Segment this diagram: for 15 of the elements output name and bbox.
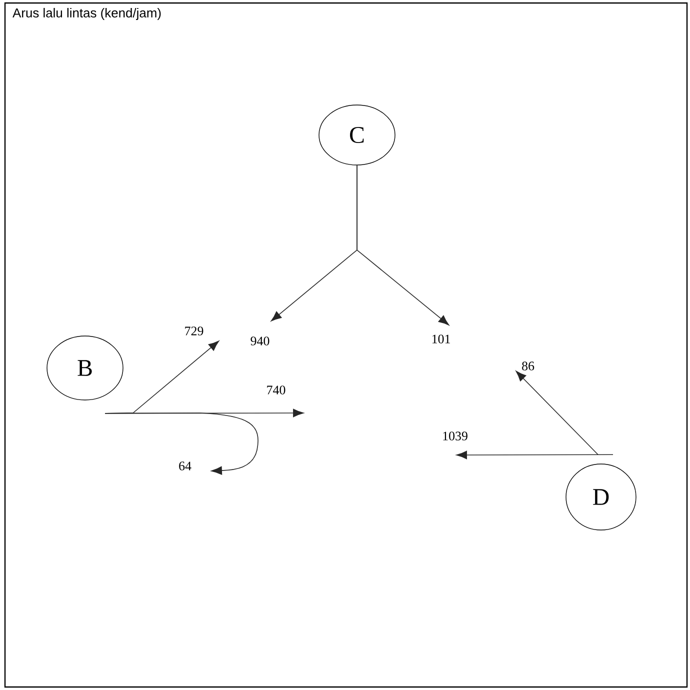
flow-value: 1039 <box>443 432 468 440</box>
circle-node: D <box>566 464 636 530</box>
arrow <box>516 370 598 456</box>
arrow <box>456 450 614 460</box>
title: Arus lalu lintas (kend/jam) <box>12 8 161 20</box>
flow-value: 64 <box>179 462 192 470</box>
flow-value: 740 <box>267 386 286 394</box>
flow-value: 940 <box>250 336 270 346</box>
arrow <box>356 164 450 326</box>
circle-node: C <box>318 104 396 166</box>
circle-node: B <box>46 336 124 400</box>
flow-value: 86 <box>522 362 534 370</box>
flow-value: 101 <box>432 334 450 344</box>
flow-value: 729 <box>185 326 204 336</box>
arrow <box>104 412 258 475</box>
